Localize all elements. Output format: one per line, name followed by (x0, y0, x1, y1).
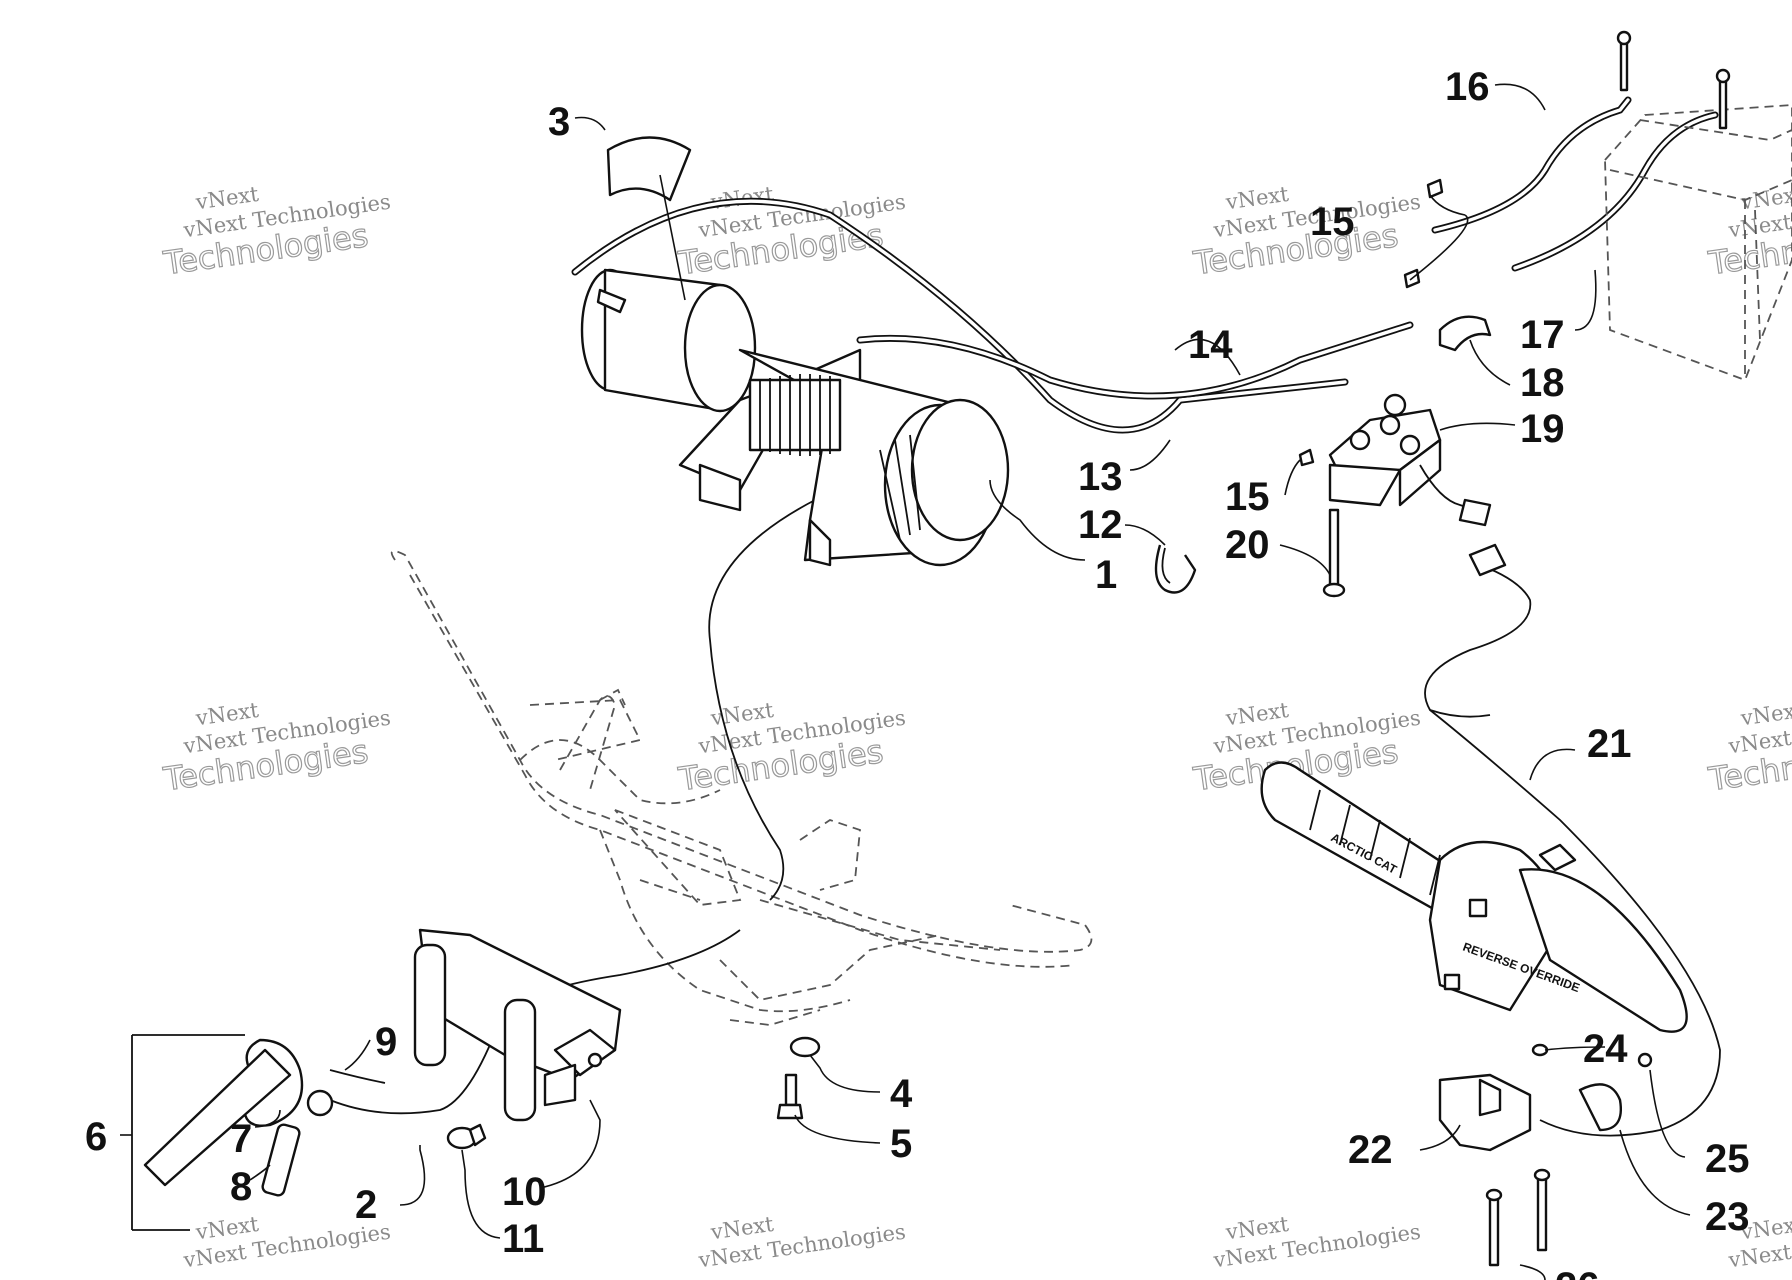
part-23 (1578, 1083, 1622, 1132)
part-22-clamp (1438, 1073, 1532, 1152)
battery-bolt (1715, 68, 1731, 130)
part-19-solenoid (1328, 393, 1492, 527)
callout-1: 1 (1095, 553, 1117, 597)
callout-23: 23 (1705, 1195, 1750, 1239)
callout-5: 5 (890, 1122, 912, 1166)
watermark-brand: vNext (1738, 698, 1792, 731)
callout-20: 20 (1225, 523, 1270, 567)
callout-19: 19 (1520, 407, 1565, 451)
part-9-cotter-pin (329, 1069, 386, 1084)
callout-labels: 1 2 3 4 5 6 7 8 9 10 11 12 13 14 15 15 1… (85, 65, 1750, 1280)
part-24-washer (1531, 1043, 1549, 1057)
callout-10: 10 (502, 1170, 547, 1214)
callout-15-lower: 15 (1225, 475, 1270, 519)
callout-2: 2 (355, 1183, 377, 1227)
callout-9: 9 (375, 1020, 397, 1064)
callout-6: 6 (85, 1115, 107, 1159)
battery-bolt (1616, 30, 1632, 92)
callout-22: 22 (1348, 1128, 1393, 1172)
callout-12: 12 (1078, 503, 1123, 547)
watermark: vNext vNext Technologies Technologies (1705, 698, 1792, 799)
watermark: vNext vNext Technologies Technologies (160, 182, 392, 283)
part-12-clamp (1154, 544, 1197, 594)
callout-21: 21 (1587, 722, 1632, 766)
callout-25: 25 (1705, 1137, 1750, 1181)
callout-16: 16 (1445, 65, 1490, 109)
watermark: vNext vNext Technologies (1211, 1212, 1422, 1273)
leader-lines (120, 83, 1691, 1280)
watermark: vNext vNext Technologies Technologies (160, 698, 392, 799)
battery-outline (1604, 104, 1792, 382)
watermark-brand: vNext (1738, 182, 1792, 215)
callout-14: 14 (1188, 323, 1233, 367)
callout-3: 3 (548, 100, 570, 144)
callout-24: 24 (1583, 1027, 1628, 1071)
winch-drum-cable (759, 374, 831, 456)
winch-switch-housing: REVERSE OVERRIDE (1428, 840, 1688, 1033)
front-rack-outline (390, 550, 1093, 1026)
part-10-fairlead (413, 928, 622, 1122)
watermark: vNext vNext Technologies (696, 1212, 907, 1273)
part-26-screw (1485, 1188, 1503, 1267)
callout-4: 4 (890, 1072, 913, 1116)
watermark: vNext vNext Technologies Technologies (675, 698, 907, 799)
switch-connector (1468, 543, 1507, 577)
callout-11: 11 (502, 1217, 544, 1261)
winch-strap (143, 1048, 292, 1187)
part-15-nut (1298, 448, 1315, 467)
callout-13: 13 (1078, 455, 1123, 499)
part-25-screw (1637, 1052, 1653, 1068)
callout-15-upper: 15 (1310, 200, 1355, 244)
part-8-pin (261, 1123, 301, 1197)
winch-assembly (580, 268, 1010, 567)
part-5-bolt (776, 1073, 804, 1120)
part-11-bolt (446, 1123, 487, 1150)
part-20-bolt (1322, 508, 1346, 598)
callout-26: 26 (1555, 1265, 1600, 1280)
callout-17: 17 (1520, 313, 1565, 357)
part-4-washer (789, 1036, 821, 1058)
watermark: vNext vNext Technologies Technologies (675, 182, 907, 283)
callout-8: 8 (230, 1165, 252, 1209)
part-26-screw (1533, 1168, 1551, 1252)
callout-7: 7 (230, 1117, 252, 1161)
part-3-label (606, 136, 692, 202)
part-15-nut (1426, 178, 1444, 199)
part-18-boot (1438, 315, 1492, 352)
watermark: vNext vNext Technologies Technologies (1190, 182, 1422, 283)
callout-18: 18 (1520, 361, 1565, 405)
